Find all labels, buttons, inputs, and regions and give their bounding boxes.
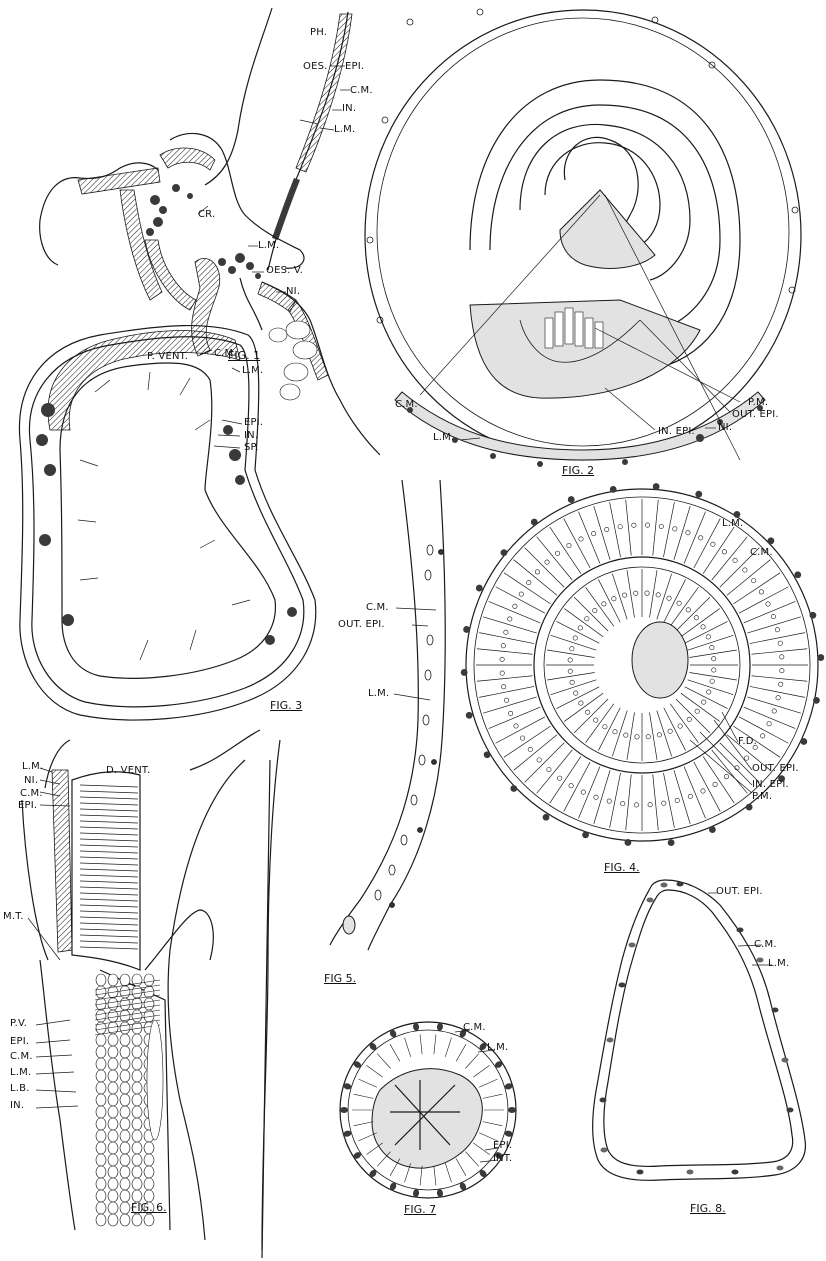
- fig4-caption: FIG. 4.: [604, 862, 640, 873]
- fig1-label-in: IN.: [342, 104, 356, 114]
- fig4-label-fd: F.D.: [738, 737, 757, 747]
- fig4-label-outepi: OUT. EPI.: [752, 764, 799, 774]
- fig3-label-lm: L.M.: [242, 366, 263, 376]
- fig1-label-ph: PH.: [310, 28, 327, 38]
- page-divider-line: [262, 760, 270, 1258]
- fig6-label-pv: P.V.: [10, 1019, 27, 1029]
- fig4-label-lm: L.M.: [722, 519, 743, 529]
- fig5-caption: FIG 5.: [324, 973, 356, 984]
- fig6-label-lm2: L.M.: [10, 1068, 31, 1078]
- fig3-label-in: IN.: [244, 431, 258, 441]
- fig5-label-lm: L.M.: [368, 689, 389, 699]
- fig6-label-lb: L.B.: [10, 1084, 30, 1094]
- fig4-label-cm: C.M.: [750, 548, 773, 558]
- fig1-label-oes: OES.: [303, 62, 328, 72]
- fig3-caption: FIG. 3: [270, 700, 302, 711]
- fig1-label-ni: NI.: [286, 287, 300, 297]
- fig8-label-lm: L.M.: [768, 959, 789, 969]
- fig1-label-cm: C.M.: [350, 86, 373, 96]
- fig6-label-mt: M.T.: [3, 912, 24, 922]
- fig1-drawing: [40, 8, 380, 455]
- fig2-label-inepi: IN. EPI.: [658, 427, 695, 437]
- fig2-label-lm: L.M.: [433, 433, 454, 443]
- fig8-drawing: [593, 880, 806, 1180]
- fig3-drawing: [19, 326, 315, 720]
- fig6-label-dvent: D. VENT.: [106, 766, 150, 776]
- fig5-label-outepi: OUT. EPI.: [338, 620, 385, 630]
- fig6-drawing: [22, 730, 280, 1250]
- fig8-caption: FIG. 8.: [690, 1203, 726, 1214]
- fig6-label-in: IN.: [10, 1101, 24, 1111]
- fig1-label-lm2: L.M.: [258, 241, 279, 251]
- fig4-label-inepi: IN. EPI.: [752, 780, 789, 790]
- fig1-label-pvent: P. VENT.: [147, 352, 188, 362]
- fig2-label-pm: P.M.: [748, 398, 768, 408]
- fig5-label-cm: C.M.: [366, 603, 389, 613]
- fig1-label-epi: EPI.: [345, 62, 364, 72]
- fig6-label-epi: EPI.: [18, 801, 37, 811]
- fig7-caption: FIG. 7: [404, 1204, 436, 1215]
- fig4-label-pm: P.M.: [752, 792, 772, 802]
- fig7-label-lm: L.M.: [487, 1043, 508, 1053]
- fig1-label-oesv: OES. V.: [266, 266, 303, 276]
- fig8-label-outepi: OUT. EPI.: [716, 887, 763, 897]
- fig6-label-epi2: EPI.: [10, 1037, 29, 1047]
- fig2-label-ni: NI.: [718, 423, 732, 433]
- fig2-caption: FIG. 2: [562, 465, 594, 476]
- fig6-label-ni: NI.: [24, 776, 38, 786]
- fig2-label-outepi: OUT. EPI.: [732, 410, 779, 420]
- fig5-drawing: [330, 480, 445, 950]
- fig6-label-cm2: C.M.: [10, 1052, 33, 1062]
- fig6-caption: FIG. 6.: [131, 1202, 167, 1213]
- fig1-label-lm: L.M.: [334, 125, 355, 135]
- fig2-label-cm: C.M.: [395, 400, 418, 410]
- fig7-label-int: INT.: [493, 1154, 512, 1164]
- fig1-label-cr: CR.: [198, 210, 215, 220]
- fig7-label-cm: C.M.: [463, 1023, 486, 1033]
- fig3-label-sp: SP.: [244, 443, 259, 453]
- fig3-label-epi: EPI.: [244, 418, 263, 428]
- fig8-label-cm: C.M.: [754, 940, 777, 950]
- fig3-label-cm: C.M.: [214, 349, 237, 359]
- fig2-drawing: [365, 9, 801, 467]
- fig6-label-cm: C.M.: [20, 789, 43, 799]
- fig7-label-epi: EPI.: [493, 1141, 512, 1151]
- fig6-label-lm: L.M.: [22, 762, 43, 772]
